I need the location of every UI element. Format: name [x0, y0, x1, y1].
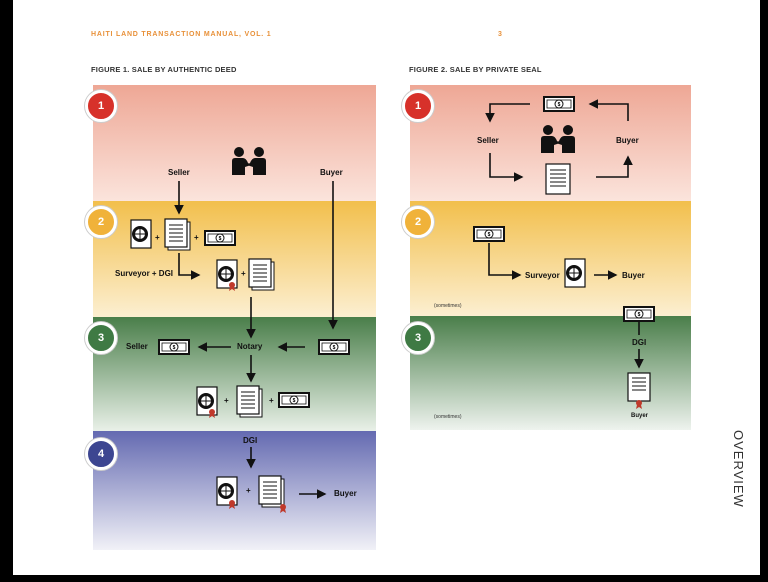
contract-document-icon — [545, 163, 571, 195]
money-icon — [204, 230, 236, 246]
figure1-step4-number: 4 — [85, 438, 117, 470]
figure1-diagram: $ — [85, 85, 376, 550]
money-icon — [158, 339, 190, 355]
figure2-step2-band — [410, 201, 691, 316]
figure1-buyer-label: Buyer — [320, 168, 343, 177]
page-number: 3 — [498, 31, 503, 38]
figure2-dgi-label: DGI — [632, 338, 647, 347]
figure2-step1-number: 1 — [402, 90, 434, 122]
deed-document-icon — [258, 475, 285, 508]
figure2-diagram: 1 2 3 Seller Buyer Surveyor Buyer (somet… — [402, 85, 691, 430]
money-icon — [278, 392, 310, 408]
deed-document-icon — [236, 385, 263, 418]
plus-sign: + — [269, 396, 274, 405]
money-icon — [318, 339, 350, 355]
running-header-title: HAITI LAND TRANSACTION MANUAL, VOL. 1 — [91, 31, 272, 38]
handshake-icon — [541, 125, 575, 153]
money-icon — [473, 226, 505, 242]
figure1-title: FIGURE 1. SALE BY AUTHENTIC DEED — [91, 65, 237, 74]
figure1-step3-band — [93, 317, 376, 431]
figure1-seller-label: Seller — [168, 168, 190, 177]
figure1-dgi-label: DGI — [243, 436, 258, 445]
contract-document-icon — [627, 372, 651, 402]
figure2-step3-number: 3 — [402, 322, 434, 354]
figure2-sometimes-note: (sometimes) — [434, 303, 462, 309]
figure1-step1-band — [93, 85, 376, 201]
plus-sign: + — [246, 486, 251, 495]
plus-sign: + — [224, 396, 229, 405]
figure2-flow-graphics — [473, 96, 655, 409]
figure1-step2-number: 2 — [85, 206, 117, 238]
deed-document-icon — [164, 218, 191, 251]
figure1-surveyor-dgi-label: Surveyor + DGI — [115, 269, 174, 278]
figure2-seller-label: Seller — [477, 136, 499, 145]
section-side-label: OVERVIEW — [731, 430, 746, 508]
plus-sign: + — [155, 233, 160, 242]
plus-sign: + — [241, 269, 246, 278]
figure2-buyer-final-label: Buyer — [631, 413, 649, 419]
figure1-buyer-final-label: Buyer — [334, 489, 357, 498]
figure2-sometimes-note: (sometimes) — [434, 414, 462, 420]
figure2-surveyor-label: Surveyor — [525, 271, 560, 280]
figure1-flow-graphics: $ — [130, 147, 350, 513]
property-map-icon — [564, 258, 586, 288]
figure1-step1-number: 1 — [85, 90, 117, 122]
figure1-notary-label: Notary — [237, 342, 263, 351]
property-map-icon — [130, 219, 152, 249]
figure2-buyer-step2-label: Buyer — [622, 271, 645, 280]
plus-sign: + — [194, 233, 199, 242]
money-icon — [623, 306, 655, 322]
figure2-buyer-label: Buyer — [616, 136, 639, 145]
figure1-step3-number: 3 — [85, 322, 117, 354]
deed-document-icon — [248, 258, 275, 291]
money-icon — [543, 96, 575, 112]
handshake-icon — [232, 147, 266, 175]
figure2-step2-number: 2 — [402, 206, 434, 238]
manual-page: HAITI LAND TRANSACTION MANUAL, VOL. 1 3 … — [13, 0, 760, 575]
figure2-title: FIGURE 2. SALE BY PRIVATE SEAL — [409, 65, 542, 74]
figure1-seller-receives-label: Seller — [126, 342, 148, 351]
